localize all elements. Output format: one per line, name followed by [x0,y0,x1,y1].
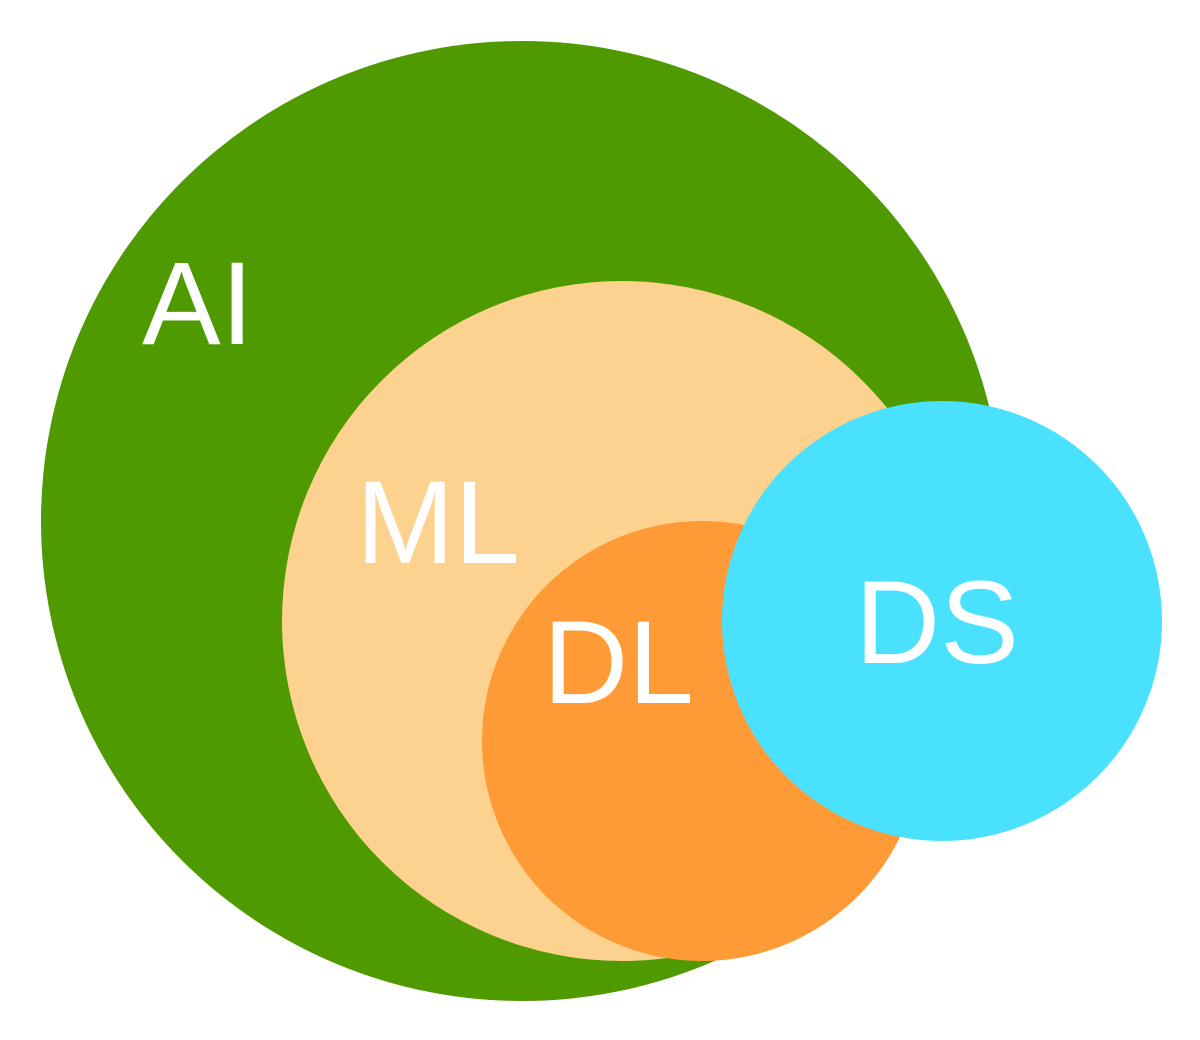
ds-label: DS [855,557,1019,689]
ml-label: ML [356,457,520,589]
ds-circle [722,401,1162,841]
dl-label: DL [543,597,694,729]
ai-label: AI [142,238,254,370]
